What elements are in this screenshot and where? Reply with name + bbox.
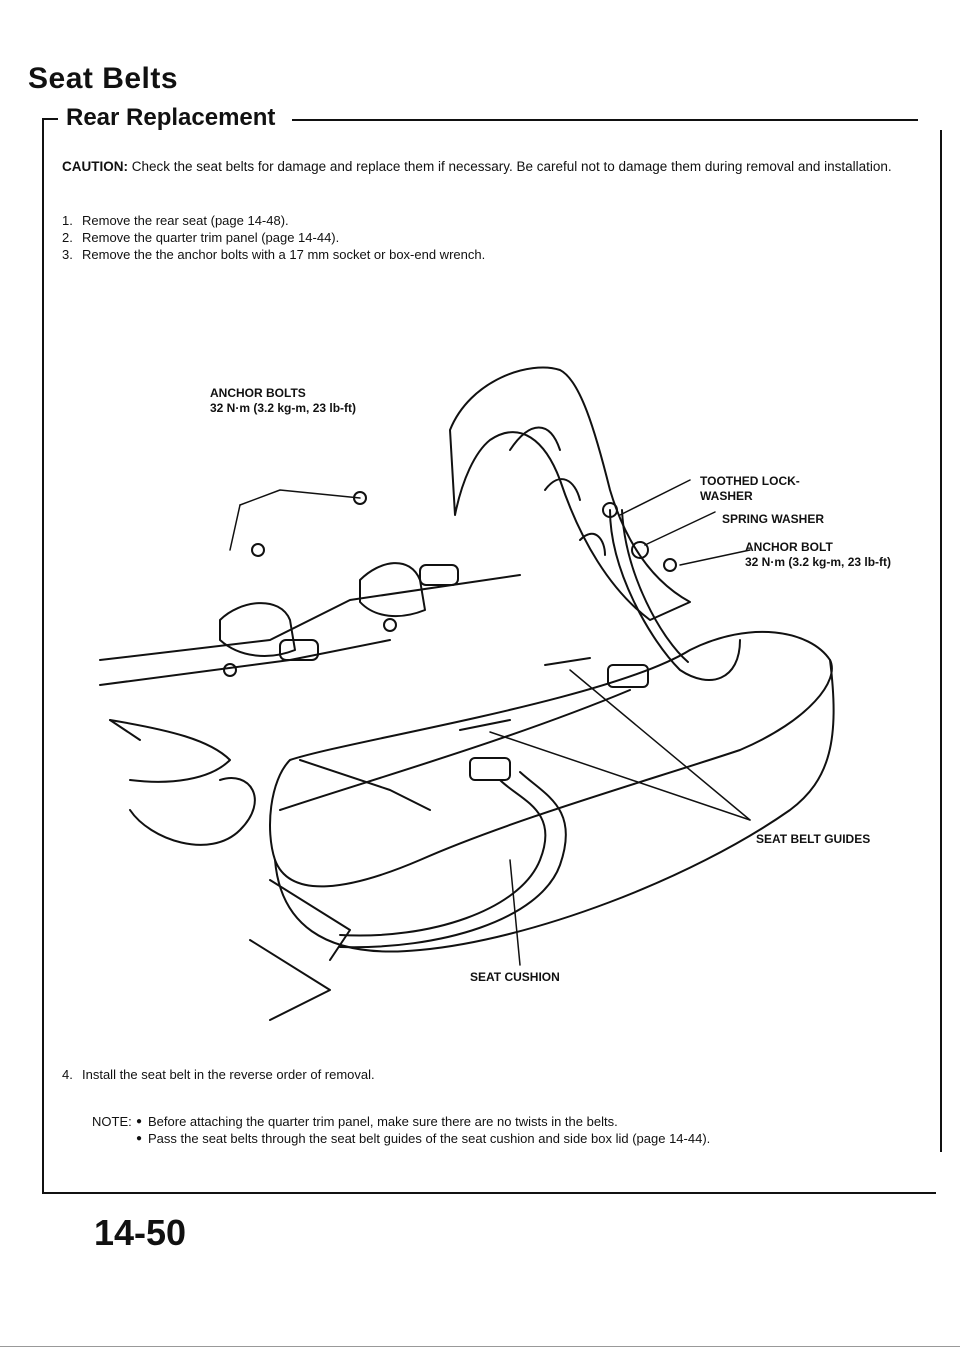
anchor-bolts-callout: ANCHOR BOLTS 32 N·m (3.2 kg-m, 23 lb-ft) — [210, 386, 356, 416]
anchor-bolt-label: ANCHOR BOLT — [745, 540, 833, 554]
note-item: ● Pass the seat belts through the seat b… — [136, 1130, 710, 1147]
leader-line — [679, 549, 751, 566]
anchor-bolt-torque: 32 N·m (3.2 kg-m, 23 lb-ft) — [745, 555, 892, 569]
seat-cushion-callout: SEAT CUSHION — [470, 970, 560, 984]
buckle-stalk — [219, 602, 296, 657]
anchor-bolt — [383, 618, 397, 632]
anchor-bolt-callout: ANCHOR BOLT 32 N·m (3.2 kg-m, 23 lb-ft) — [745, 540, 891, 570]
bullet-icon: ● — [136, 1116, 143, 1127]
bullet-icon: ● — [136, 1133, 143, 1144]
toothed-lockwasher-callout: TOOTHED LOCK- WASHER — [700, 474, 800, 504]
anchor-bolt — [223, 663, 237, 677]
toothed-lockwasher-label-2: WASHER — [700, 489, 753, 503]
right-belt — [609, 509, 741, 681]
spring-washer — [631, 541, 649, 559]
leader-line — [619, 479, 691, 516]
floor-line — [129, 777, 256, 846]
toothed-lockwasher-label: TOOTHED LOCK- — [700, 474, 800, 488]
note-item: ● Before attaching the quarter trim pane… — [136, 1113, 710, 1130]
seat-belt-illustration: ANCHOR BOLTS 32 N·m (3.2 kg-m, 23 lb-ft)… — [90, 340, 920, 1040]
buckle-stalk — [359, 562, 426, 618]
seat-cushion-outline — [274, 659, 835, 953]
bottom-rule — [0, 1346, 960, 1347]
leader-line — [644, 511, 716, 546]
seat-back-contour — [544, 478, 581, 501]
note-text: Pass the seat belts through the seat bel… — [148, 1131, 711, 1146]
step-text: Remove the the anchor bolts with a 17 mm… — [82, 247, 486, 262]
step-text: Remove the quarter trim panel (page 14-4… — [82, 230, 340, 245]
toothed-lockwasher — [602, 502, 618, 518]
step-number: 2. — [62, 230, 73, 245]
caution-label: CAUTION: — [62, 159, 128, 174]
buckle-tongue — [279, 639, 319, 661]
leader-line — [569, 669, 751, 821]
step-number: 4. — [62, 1067, 73, 1082]
step-item: 1. Remove the rear seat (page 14-48). — [62, 212, 912, 229]
front-belt — [339, 779, 547, 937]
front-belt — [339, 771, 567, 949]
seat-back-contour — [509, 426, 561, 451]
note-text: Before attaching the quarter trim panel,… — [148, 1114, 618, 1129]
anchor-bolt — [663, 558, 677, 572]
leader-line — [239, 489, 361, 506]
section-frame — [42, 120, 942, 1194]
removal-steps: 1. Remove the rear seat (page 14-48). 2.… — [62, 212, 912, 263]
leader-line — [509, 859, 521, 966]
buckle-tongue — [419, 564, 459, 586]
seat-cushion-outline — [269, 630, 833, 888]
section-tick — [42, 118, 58, 120]
leader-line — [489, 731, 751, 821]
belt-buckle — [607, 664, 649, 688]
floor-line — [249, 939, 331, 1021]
anchor-bolt — [251, 543, 265, 557]
seat-back-outline — [449, 366, 691, 621]
step-text: Install the seat belt in the reverse ord… — [82, 1067, 375, 1082]
floor-line — [109, 719, 231, 783]
floor-line — [99, 574, 521, 661]
page-number: 14-50 — [94, 1212, 187, 1253]
belt-buckle — [469, 757, 511, 781]
floor-line — [99, 639, 391, 686]
seat-belt-drawing — [99, 366, 835, 1021]
seat-cushion-front — [279, 689, 631, 811]
step-text: Remove the rear seat (page 14-48). — [82, 213, 289, 228]
section-title: Rear Replacement — [66, 104, 276, 131]
step-number: 1. — [62, 213, 73, 228]
step-item: 2. Remove the quarter trim panel (page 1… — [62, 229, 912, 246]
right-belt — [621, 509, 689, 663]
seat-belt-guide — [459, 719, 511, 731]
floor-line — [269, 879, 351, 961]
seat-belt-guides-callout: SEAT BELT GUIDES — [756, 832, 871, 846]
anchor-bolts-label: ANCHOR BOLTS — [210, 386, 306, 400]
section-rule — [292, 119, 918, 121]
step-number: 3. — [62, 247, 73, 262]
note-label: NOTE: — [92, 1114, 132, 1129]
step-item: 3. Remove the the anchor bolts with a 17… — [62, 246, 912, 263]
step-item: 4. Install the seat belt in the reverse … — [62, 1067, 375, 1082]
seat-back-contour — [579, 532, 606, 556]
seat-belt-guide — [544, 657, 591, 666]
note-block: NOTE: ● Before attaching the quarter tri… — [92, 1113, 710, 1147]
floor-line — [299, 759, 431, 811]
page-title: Seat Belts — [28, 62, 179, 95]
caution-text: CAUTION: Check the seat belts for damage… — [62, 158, 917, 175]
floor-line — [109, 719, 141, 741]
spring-washer-callout: SPRING WASHER — [722, 512, 825, 526]
anchor-bolts-torque: 32 N·m (3.2 kg-m, 23 lb-ft) — [210, 401, 357, 415]
caution-body: Check the seat belts for damage and repl… — [131, 159, 892, 174]
leader-line — [229, 504, 241, 551]
note-list: ● Before attaching the quarter trim pane… — [136, 1113, 710, 1147]
